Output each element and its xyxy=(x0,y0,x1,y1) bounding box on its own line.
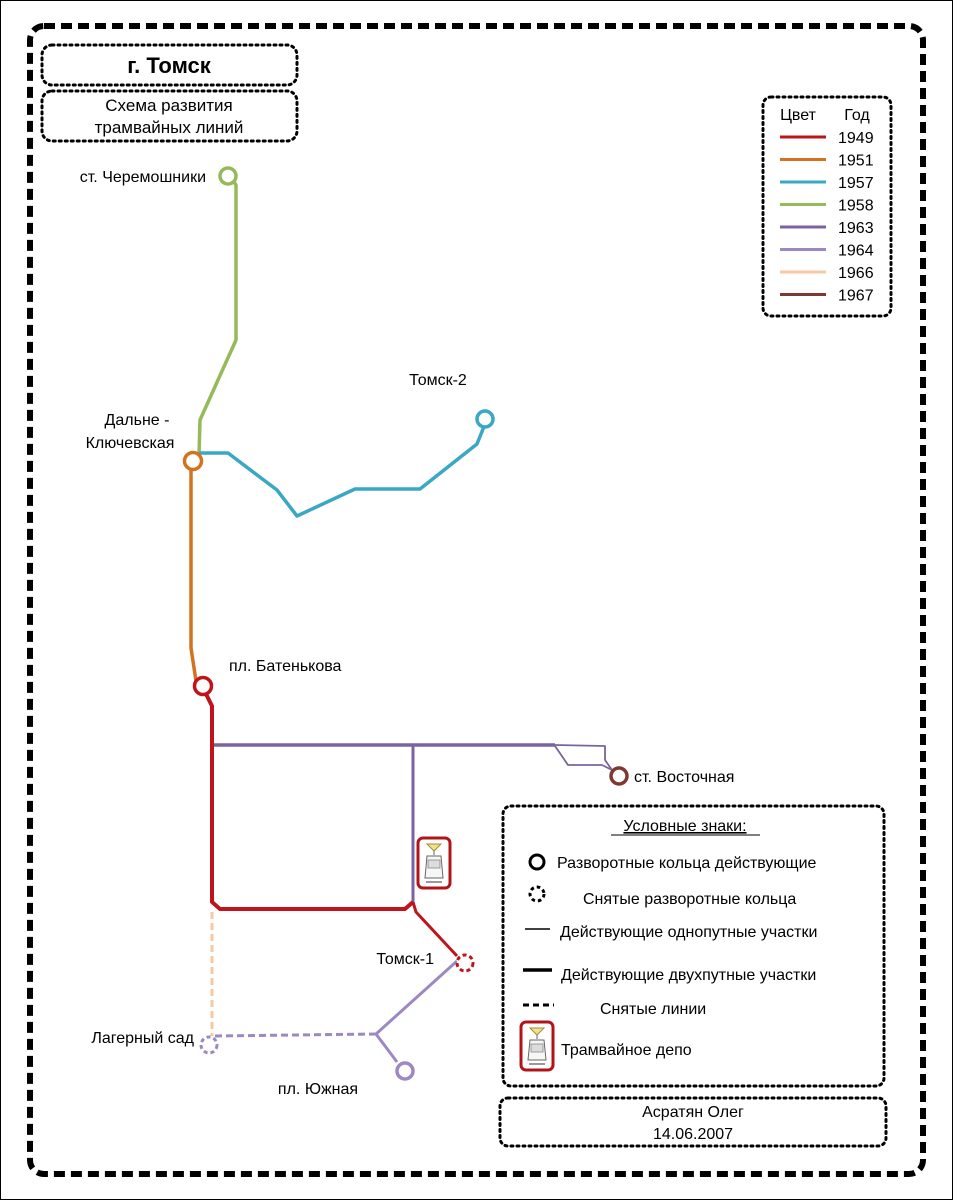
legend-depot: Трамвайное депо xyxy=(561,1042,692,1059)
loop-tomsk2 xyxy=(475,409,495,429)
label-lagerny: Лагерный сад xyxy=(91,1030,194,1047)
author-name: Асратян Олег xyxy=(642,1104,744,1121)
line-1958 xyxy=(197,175,238,456)
author-date: 14.06.2007 xyxy=(653,1126,733,1143)
label-yuzhnaya: пл. Южная xyxy=(278,1081,358,1098)
legend-active-loops: Разворотные кольца действующие xyxy=(557,855,817,872)
legend-depot-icon xyxy=(519,1020,555,1072)
legend-year-1958: 1958 xyxy=(838,198,874,215)
removed-loop-icon xyxy=(528,885,546,903)
active-loop-icon xyxy=(528,853,546,871)
legend-col-year: Год xyxy=(844,107,870,124)
label-vostochnaya: ст. Восточная xyxy=(634,769,734,786)
symbols-legend-title: Условные знаки: xyxy=(623,818,746,835)
map-title: г. Томск xyxy=(127,53,212,78)
map-subtitle-line2: трамвайных линий xyxy=(95,118,244,137)
legend-year-1967: 1967 xyxy=(838,288,874,305)
legend-removed-lines: Снятые линии xyxy=(600,1001,706,1018)
subtitle-box xyxy=(40,89,299,143)
symbols-legend-box xyxy=(501,804,886,1088)
label-cheremoshniki: ст. Черемошники xyxy=(80,169,206,186)
loop-tomsk1-removed xyxy=(455,953,475,973)
label-dalne-line1: Дальне - xyxy=(105,412,170,429)
line-1957 xyxy=(199,423,487,518)
legend-removed-loops: Снятые разворотные кольца xyxy=(583,891,796,908)
map-subtitle-line1: Схема развития xyxy=(105,96,232,115)
legend-year-1964: 1964 xyxy=(838,243,874,260)
label-tomsk2: Томск-2 xyxy=(409,372,467,389)
legend-single-track: Действующие однопутные участки xyxy=(560,924,817,941)
legend-year-1949: 1949 xyxy=(838,130,874,147)
legend-col-color: Цвет xyxy=(780,107,817,124)
tram-depot-icon xyxy=(416,836,452,890)
loop-dalne xyxy=(182,450,204,472)
legend-year-1963: 1963 xyxy=(838,220,874,237)
label-dalne-line2: Ключевская xyxy=(86,435,175,452)
title-box xyxy=(40,43,299,87)
legend-year-1966: 1966 xyxy=(838,265,874,282)
line-1949-tomsk1 xyxy=(411,901,459,958)
loop-batenkova xyxy=(192,675,214,697)
loop-yuzhnaya xyxy=(395,1061,415,1081)
label-tomsk1: Томск-1 xyxy=(376,951,434,968)
line-1963-loop-b xyxy=(554,745,613,771)
author-box xyxy=(498,1096,888,1148)
label-batenkova: пл. Батенькова xyxy=(229,658,342,675)
year-legend-items: 1949 1951 1957 1958 1963 1964 1966 1967 xyxy=(780,130,874,305)
legend-double-track: Действующие двухпутные участки xyxy=(561,967,816,984)
loop-lagerny-removed xyxy=(199,1035,219,1055)
line-1949 xyxy=(204,693,415,911)
loop-vostochnaya xyxy=(609,766,629,786)
line-1964-removed xyxy=(213,1032,377,1038)
legend-year-1957: 1957 xyxy=(838,175,874,192)
legend-year-1951: 1951 xyxy=(838,153,874,170)
line-1951 xyxy=(189,469,198,682)
line-1964 xyxy=(374,959,459,1063)
year-legend-box xyxy=(761,95,893,318)
map-border xyxy=(27,23,926,1177)
line-1963-loop-a xyxy=(554,744,613,771)
loop-cheremoshniki xyxy=(218,166,238,186)
